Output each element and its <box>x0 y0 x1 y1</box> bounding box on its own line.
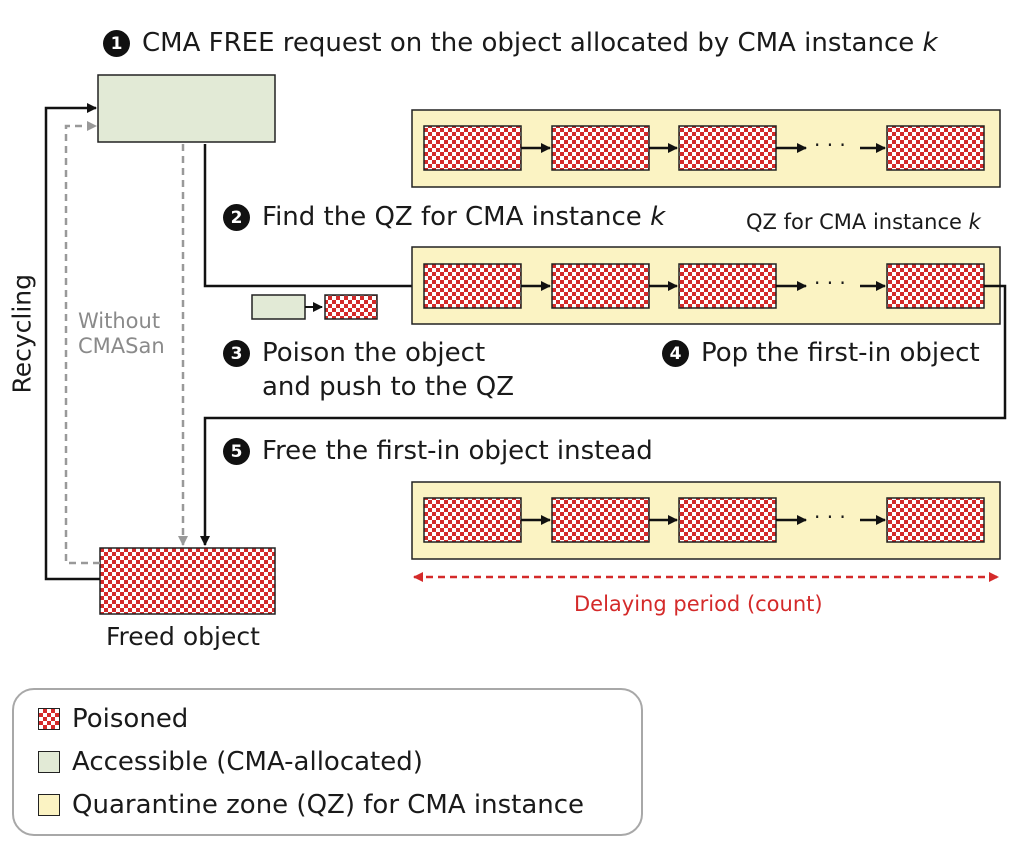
quarantine-zone-k <box>411 246 1001 325</box>
legend-poisoned-label: Poisoned <box>72 704 189 734</box>
step-3-label: 3 Poison the object and push to the QZ <box>223 338 514 404</box>
step-2-text: Find the QZ for CMA instance <box>262 202 642 232</box>
quarantine-swatch-icon <box>38 794 60 816</box>
freed-object-box <box>99 547 276 615</box>
step-4-number: 4 <box>662 340 689 367</box>
step-1-text: CMA FREE request on the object allocated… <box>142 28 915 58</box>
queue2-ellipsis: · · · <box>814 271 846 295</box>
without-cmasan-return-arrow <box>64 121 100 565</box>
pop-and-free-arrow <box>200 284 1007 546</box>
legend-accessible-label: Accessible (CMA-allocated) <box>72 747 423 777</box>
step-3-line-2: and push to the QZ <box>262 372 515 402</box>
step-2-var: k <box>650 202 666 232</box>
step-3-number: 3 <box>223 340 250 367</box>
step-5-label: 5 Free the first-in object instead <box>223 436 653 466</box>
without-cmasan-label: Without CMASan <box>78 309 165 359</box>
step-2-number: 2 <box>223 204 250 231</box>
qz-instance-label: QZ for CMA instance k <box>746 210 981 234</box>
quarantine-zone-other-2 <box>411 481 1001 560</box>
mini-accessible-object <box>251 294 306 320</box>
delaying-period-label: Delaying period (count) <box>574 592 823 616</box>
without-cmasan-line-2: CMASan <box>78 334 165 358</box>
accessible-swatch-icon <box>38 751 60 773</box>
qz-instance-text: QZ for CMA instance <box>746 210 962 234</box>
recycling-arrow <box>44 103 100 581</box>
quarantine-zone-other-1 <box>411 109 1001 188</box>
find-qz-arrow <box>203 144 423 291</box>
step-3-line-1: Poison the object <box>262 338 486 368</box>
step-1-number: 1 <box>103 30 130 57</box>
legend: Poisoned Accessible (CMA-allocated) Quar… <box>12 688 643 836</box>
legend-row-quarantine: Quarantine zone (QZ) for CMA instance <box>38 790 584 820</box>
legend-row-accessible: Accessible (CMA-allocated) <box>38 747 423 777</box>
without-cmasan-line-1: Without <box>78 309 161 333</box>
step-1-var: k <box>922 28 938 58</box>
step-2-label: 2 Find the QZ for CMA instance k <box>223 202 665 232</box>
poisoned-swatch-icon <box>38 708 60 730</box>
qz-instance-var: k <box>968 210 981 234</box>
queue3-ellipsis: · · · <box>814 505 846 529</box>
queue1-ellipsis: · · · <box>814 133 846 157</box>
step-4-label: 4 Pop the first-in object <box>662 338 980 368</box>
freed-object-label: Freed object <box>106 622 260 651</box>
step-4-text: Pop the first-in object <box>701 338 980 368</box>
mini-poisoned-object <box>324 294 378 320</box>
recycling-label: Recycling <box>7 273 37 394</box>
step-1-label: 1 CMA FREE request on the object allocat… <box>103 28 938 58</box>
step-5-text: Free the first-in object instead <box>262 436 653 466</box>
legend-quarantine-label: Quarantine zone (QZ) for CMA instance <box>72 790 585 820</box>
legend-row-poisoned: Poisoned <box>38 704 188 734</box>
allocated-object <box>97 74 276 143</box>
step-5-number: 5 <box>223 438 250 465</box>
